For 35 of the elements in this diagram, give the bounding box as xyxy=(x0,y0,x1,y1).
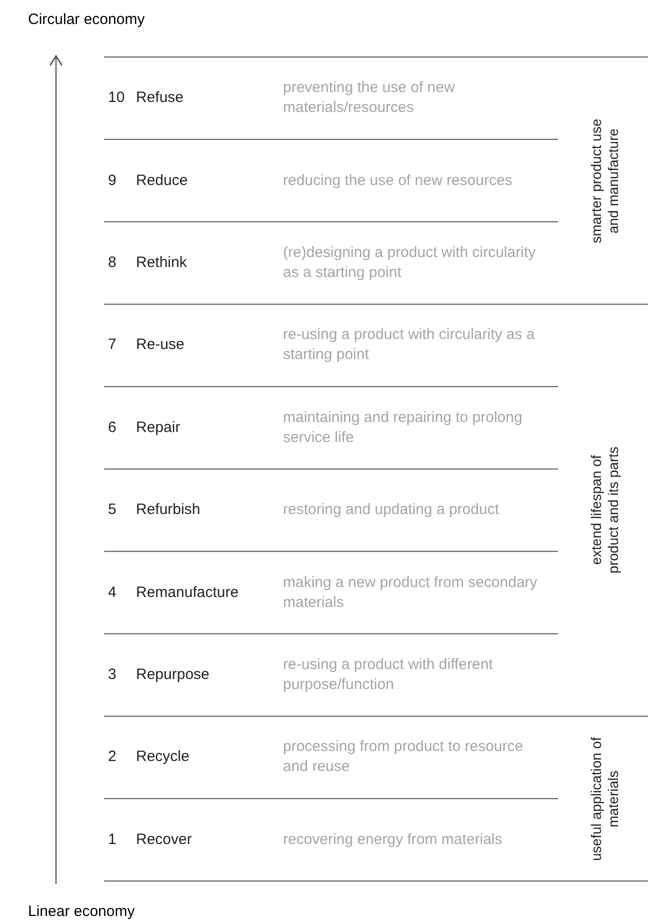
level-description: reducing the use of new resources xyxy=(283,170,514,191)
row-number: 8 xyxy=(108,253,116,273)
row-number: 3 xyxy=(108,665,116,685)
row-number: 2 xyxy=(108,747,116,768)
row-number: 4 xyxy=(108,582,116,603)
level-name: Remanufacture xyxy=(136,582,239,603)
level-description: re-using a product with circularity as a starting point xyxy=(283,325,536,366)
row-number: 9 xyxy=(108,170,116,191)
level-name: Repair xyxy=(136,418,180,438)
row-number: 10 xyxy=(108,88,125,108)
level-description: processing from product to resource and reuse xyxy=(283,737,524,778)
axis-label: Circular economy xyxy=(28,10,145,30)
level-description: recovering energy from materials xyxy=(283,830,504,850)
level-name: Reduce xyxy=(136,170,188,191)
level-description: maintaining and repairing to prolong service life xyxy=(283,408,524,448)
level-description: preventing the use of new materials/resources xyxy=(283,78,456,118)
level-name: Refurbish xyxy=(136,500,200,520)
group-label: extend lifespan of product and its parts xyxy=(588,446,622,576)
level-description: restoring and updating a product xyxy=(283,500,500,520)
row-number: 5 xyxy=(108,500,116,520)
axis-label: Linear economy xyxy=(28,902,135,922)
group-label: smarter product use and manufacture xyxy=(588,117,622,245)
level-name: Recycle xyxy=(136,747,190,768)
level-description: (re)designing a product with circularity as a starting point xyxy=(283,243,537,283)
level-name: Recover xyxy=(136,830,192,850)
level-name: Rethink xyxy=(136,253,187,273)
row-number: 6 xyxy=(108,418,116,438)
level-description: re-using a product with different purpose/function xyxy=(283,655,494,695)
row-number: 7 xyxy=(108,335,116,356)
group-label: useful application of materials xyxy=(588,736,622,862)
level-name: Repurpose xyxy=(136,665,210,685)
level-name: Refuse xyxy=(136,88,184,108)
row-number: 1 xyxy=(108,830,116,850)
level-description: making a new product from secondary materials xyxy=(283,572,538,613)
level-name: Re-use xyxy=(136,335,184,356)
